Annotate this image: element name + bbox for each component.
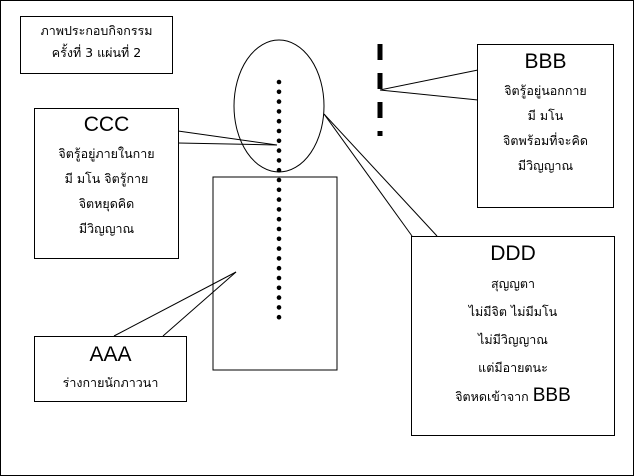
axis-dot — [276, 109, 282, 114]
axis-dot — [276, 305, 282, 310]
axis-dot — [276, 295, 282, 300]
axis-dot — [276, 265, 282, 271]
ddd-line-1: สุญญตา — [490, 276, 536, 291]
axis-dot — [276, 197, 282, 202]
axis-dot — [276, 236, 282, 242]
body-rectangle — [212, 176, 338, 371]
ddd-pointer-right — [323, 113, 438, 237]
bbb-label: BBB — [524, 50, 567, 73]
title-line-2: ครั้งที่ 3 แผ่นที่ 2 — [51, 45, 142, 60]
axis-dot — [276, 256, 282, 261]
ccc-line-3: จิตหยุดคิด — [78, 196, 135, 211]
axis-dot — [276, 138, 282, 144]
axis-dot — [276, 158, 282, 163]
axis-dot — [276, 285, 282, 291]
axis-dot — [276, 118, 282, 124]
dotted-axis — [276, 79, 282, 320]
axis-dot — [276, 207, 282, 212]
axis-dot — [276, 216, 282, 222]
axis-dot — [276, 177, 282, 183]
ddd-line-4: แต่มีอายตนะ — [478, 360, 548, 375]
axis-dot — [276, 246, 282, 251]
axis-dot — [276, 226, 282, 232]
axis-dot — [276, 79, 282, 85]
axis-dot — [276, 314, 282, 320]
title-box: ภาพประกอบกิจกรรม ครั้งที่ 3 แผ่นที่ 2 — [20, 16, 173, 74]
ddd-line-2: ไม่มีจิต ไม่มีมโน — [468, 304, 558, 319]
axis-dot — [276, 99, 282, 104]
aaa-pointer-left — [113, 271, 237, 337]
ccc-line-4: มีวิญญาณ — [78, 221, 135, 236]
ccc-pointer-top — [177, 130, 278, 146]
ccc-line-2: มี มโน จิตรู้กาย — [64, 171, 149, 186]
aaa-box: AAA ร่างกายนักภาวนา — [34, 336, 187, 402]
ddd-line-5-prefix: จิตหดเข้าจาก — [455, 389, 529, 404]
ccc-pointer-bottom — [177, 142, 278, 146]
ddd-line-5-suffix: BBB — [532, 385, 571, 406]
ddd-box: DDD สุญญตา ไม่มีจิต ไม่มีมโน ไม่มีวิญญาณ… — [411, 236, 615, 436]
ddd-pointer-left — [323, 113, 413, 237]
axis-dot — [276, 148, 282, 153]
ccc-label: CCC — [83, 113, 130, 136]
bbb-line-1: จิตรู้อยู่นอกกาย — [504, 83, 587, 98]
axis-dot — [276, 187, 282, 193]
title-line-1: ภาพประกอบกิจกรรม — [40, 23, 153, 38]
ccc-box: CCC จิตรู้อยู่ภายในกาย มี มโน จิตรู้กาย … — [34, 108, 179, 259]
ddd-line-3: ไม่มีวิญญาณ — [478, 332, 548, 347]
axis-dot — [276, 275, 282, 281]
bbb-pointer-top — [379, 69, 479, 91]
bbb-box: BBB จิตรู้อยู่นอกกาย มี มโน จิตพร้อมที่จ… — [477, 44, 614, 208]
aaa-label: AAA — [89, 343, 132, 366]
ddd-label: DDD — [490, 242, 536, 265]
bbb-line-2: มี มโน — [527, 108, 564, 123]
axis-dot — [276, 167, 282, 173]
axis-dot — [276, 128, 282, 134]
aaa-pointer-right — [162, 271, 237, 337]
bbb-line-4: มีวิญญาณ — [517, 158, 574, 173]
aaa-line-1: ร่างกายนักภาวนา — [62, 375, 159, 390]
ddd-line-5: จิตหดเข้าจาก BBB — [412, 382, 614, 411]
bbb-pointer-bottom — [379, 89, 479, 101]
bbb-line-3: จิตพร้อมที่จะคิด — [503, 133, 588, 148]
ccc-line-1: จิตรู้อยู่ภายในกาย — [58, 146, 155, 161]
axis-dot — [276, 89, 282, 95]
